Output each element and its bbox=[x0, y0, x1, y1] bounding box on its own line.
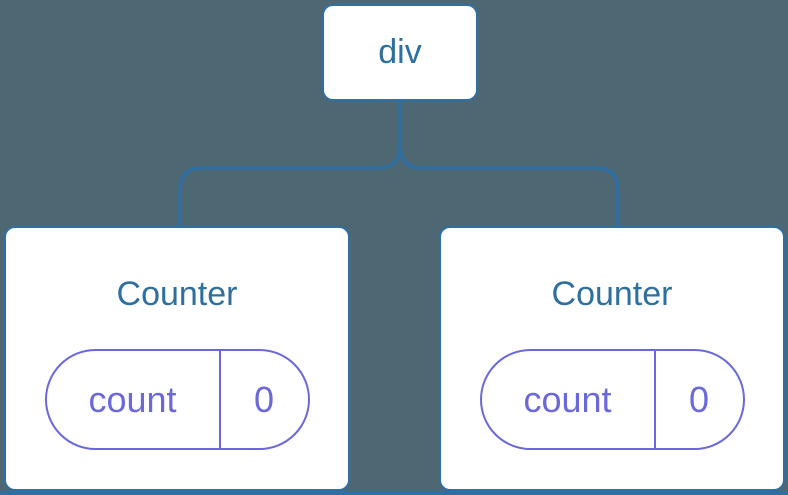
state-pill: count 0 bbox=[44, 349, 310, 450]
root-node-label: div bbox=[378, 33, 422, 71]
counter-node-left: Counter count 0 bbox=[4, 226, 350, 491]
counter-node-right: Counter count 0 bbox=[439, 226, 785, 491]
root-node: div bbox=[322, 4, 478, 101]
counter-title: Counter bbox=[551, 275, 673, 313]
state-value: 0 bbox=[653, 351, 743, 448]
counter-title: Counter bbox=[116, 275, 238, 313]
state-pill: count 0 bbox=[479, 349, 745, 450]
connector-branch-left bbox=[178, 100, 402, 228]
connector-branch-right bbox=[398, 100, 620, 228]
bottom-edge-bar bbox=[0, 491, 788, 495]
state-value: 0 bbox=[218, 351, 308, 448]
state-key-label: count bbox=[88, 378, 177, 420]
state-key-label: count bbox=[523, 378, 612, 420]
